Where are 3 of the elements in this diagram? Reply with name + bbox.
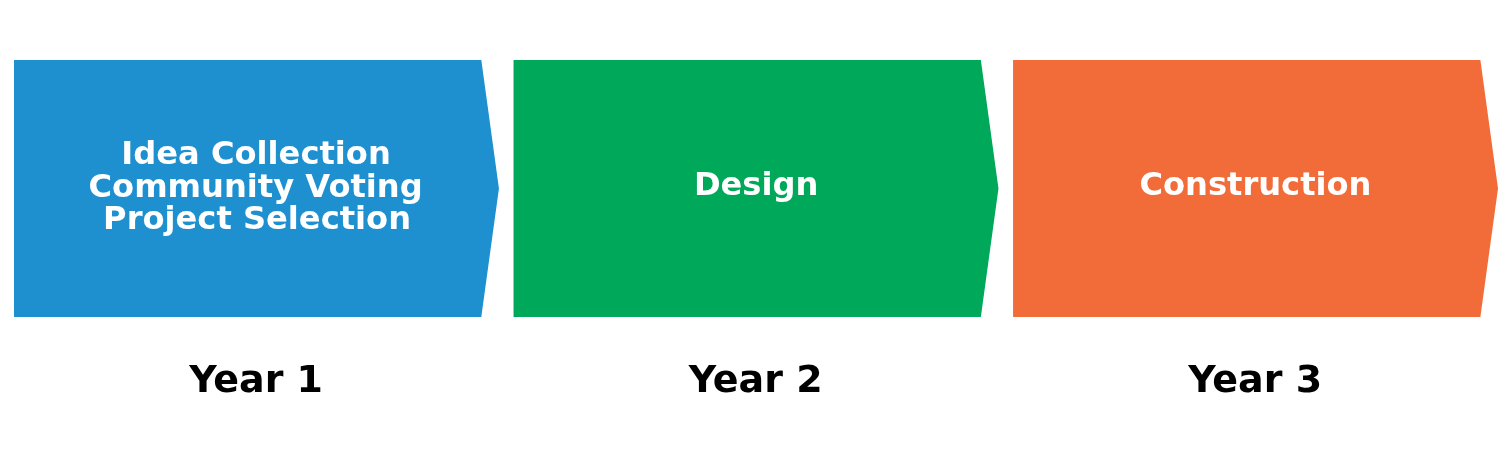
- node-label: Year 3: [1188, 356, 1323, 401]
- node-label: Year 2: [688, 356, 823, 401]
- node-label: Year 1: [189, 356, 324, 401]
